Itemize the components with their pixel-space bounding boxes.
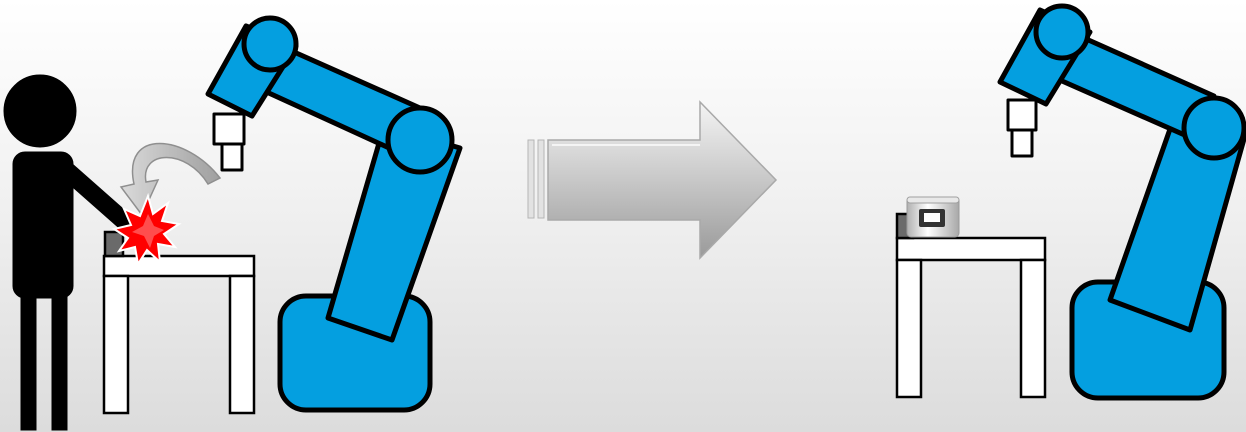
- table-leg-right: [1021, 260, 1045, 397]
- person-leg-left: [21, 290, 36, 430]
- table-leg-left: [104, 276, 128, 413]
- robot-gripper: [1012, 130, 1032, 156]
- robot-gripper: [222, 144, 242, 170]
- table-object: [105, 232, 123, 256]
- before-panel: [4, 18, 460, 430]
- table-leg-right: [230, 276, 254, 413]
- gripper-tool-icon: [907, 197, 959, 237]
- person-arm: [64, 168, 132, 228]
- after-panel: [897, 6, 1246, 398]
- table-top: [104, 256, 254, 276]
- table-leg-left: [897, 260, 921, 397]
- table-top: [897, 238, 1045, 260]
- robot-flange: [214, 114, 244, 144]
- person-leg-right: [52, 290, 67, 430]
- robot-wrist-joint: [1036, 6, 1088, 58]
- table-icon: [104, 232, 254, 413]
- robot-elbow-joint: [1184, 98, 1244, 158]
- robot-wrist-joint: [244, 18, 296, 70]
- person-head: [4, 75, 76, 147]
- motion-arrow-icon: [121, 144, 220, 216]
- transition-arrow-icon: [528, 102, 776, 258]
- robot-elbow-joint: [388, 108, 452, 172]
- table-icon: [897, 214, 1045, 397]
- robot-flange: [1008, 100, 1036, 130]
